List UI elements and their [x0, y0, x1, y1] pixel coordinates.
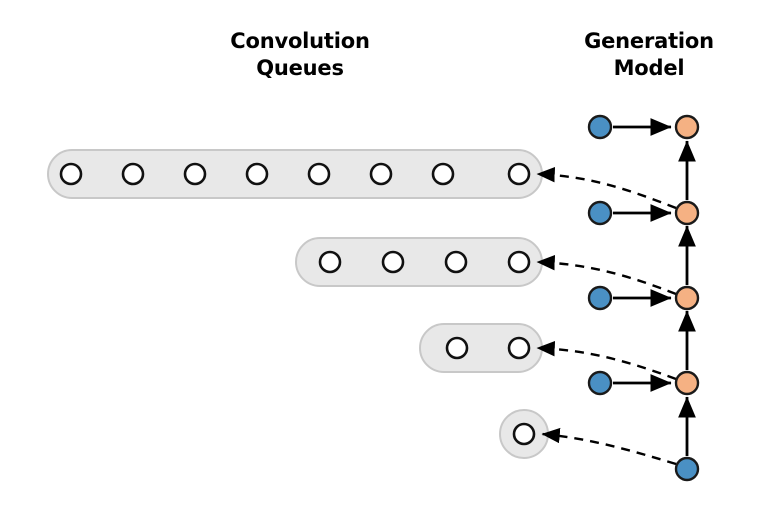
page-title-convolution-queues: Convolution Queues — [230, 29, 370, 80]
dashed-edges-group — [536, 166, 677, 466]
queue-1-cell — [307, 162, 331, 186]
queue-3-cell-head — [507, 336, 531, 360]
output-node-4[interactable] — [674, 370, 700, 396]
queue-2-cell — [444, 250, 468, 274]
output-node-2[interactable] — [674, 200, 700, 226]
queue-1-cell — [121, 162, 145, 186]
queue-group — [47, 149, 549, 459]
queue-1[interactable] — [47, 149, 543, 199]
queue-3-cell — [445, 336, 469, 360]
dashed-edge-output2-to-queue1 — [536, 166, 677, 210]
output-node-1[interactable] — [674, 114, 700, 140]
queue-2-cell — [318, 250, 342, 274]
input-node-1[interactable] — [587, 114, 613, 140]
queue-1-cell — [431, 162, 455, 186]
source-node[interactable] — [674, 456, 700, 482]
generation-model-nodes — [587, 114, 700, 482]
queue-2[interactable] — [295, 237, 543, 287]
queue-1-cell — [183, 162, 207, 186]
queue-4-cell-head — [512, 422, 536, 446]
queue-3[interactable] — [419, 323, 543, 373]
queue-1-cell — [369, 162, 393, 186]
solid-edges-group — [613, 118, 696, 456]
queue-1-cell-head — [507, 162, 531, 186]
queue-1-cell — [245, 162, 269, 186]
input-node-2[interactable] — [587, 200, 613, 226]
output-node-3[interactable] — [674, 285, 700, 311]
queue-4[interactable] — [499, 409, 549, 459]
queue-2-cell-head — [507, 250, 531, 274]
page-title-generation-model: Generation Model — [584, 29, 714, 80]
dashed-edge-source-to-queue4 — [541, 427, 677, 466]
dashed-edge-output3-to-queue2 — [536, 254, 677, 296]
queue-2-cell — [381, 250, 405, 274]
dashed-edge-output4-to-queue3 — [536, 340, 677, 381]
input-node-3[interactable] — [587, 285, 613, 311]
queue-1-cell — [59, 162, 83, 186]
input-node-4[interactable] — [587, 370, 613, 396]
